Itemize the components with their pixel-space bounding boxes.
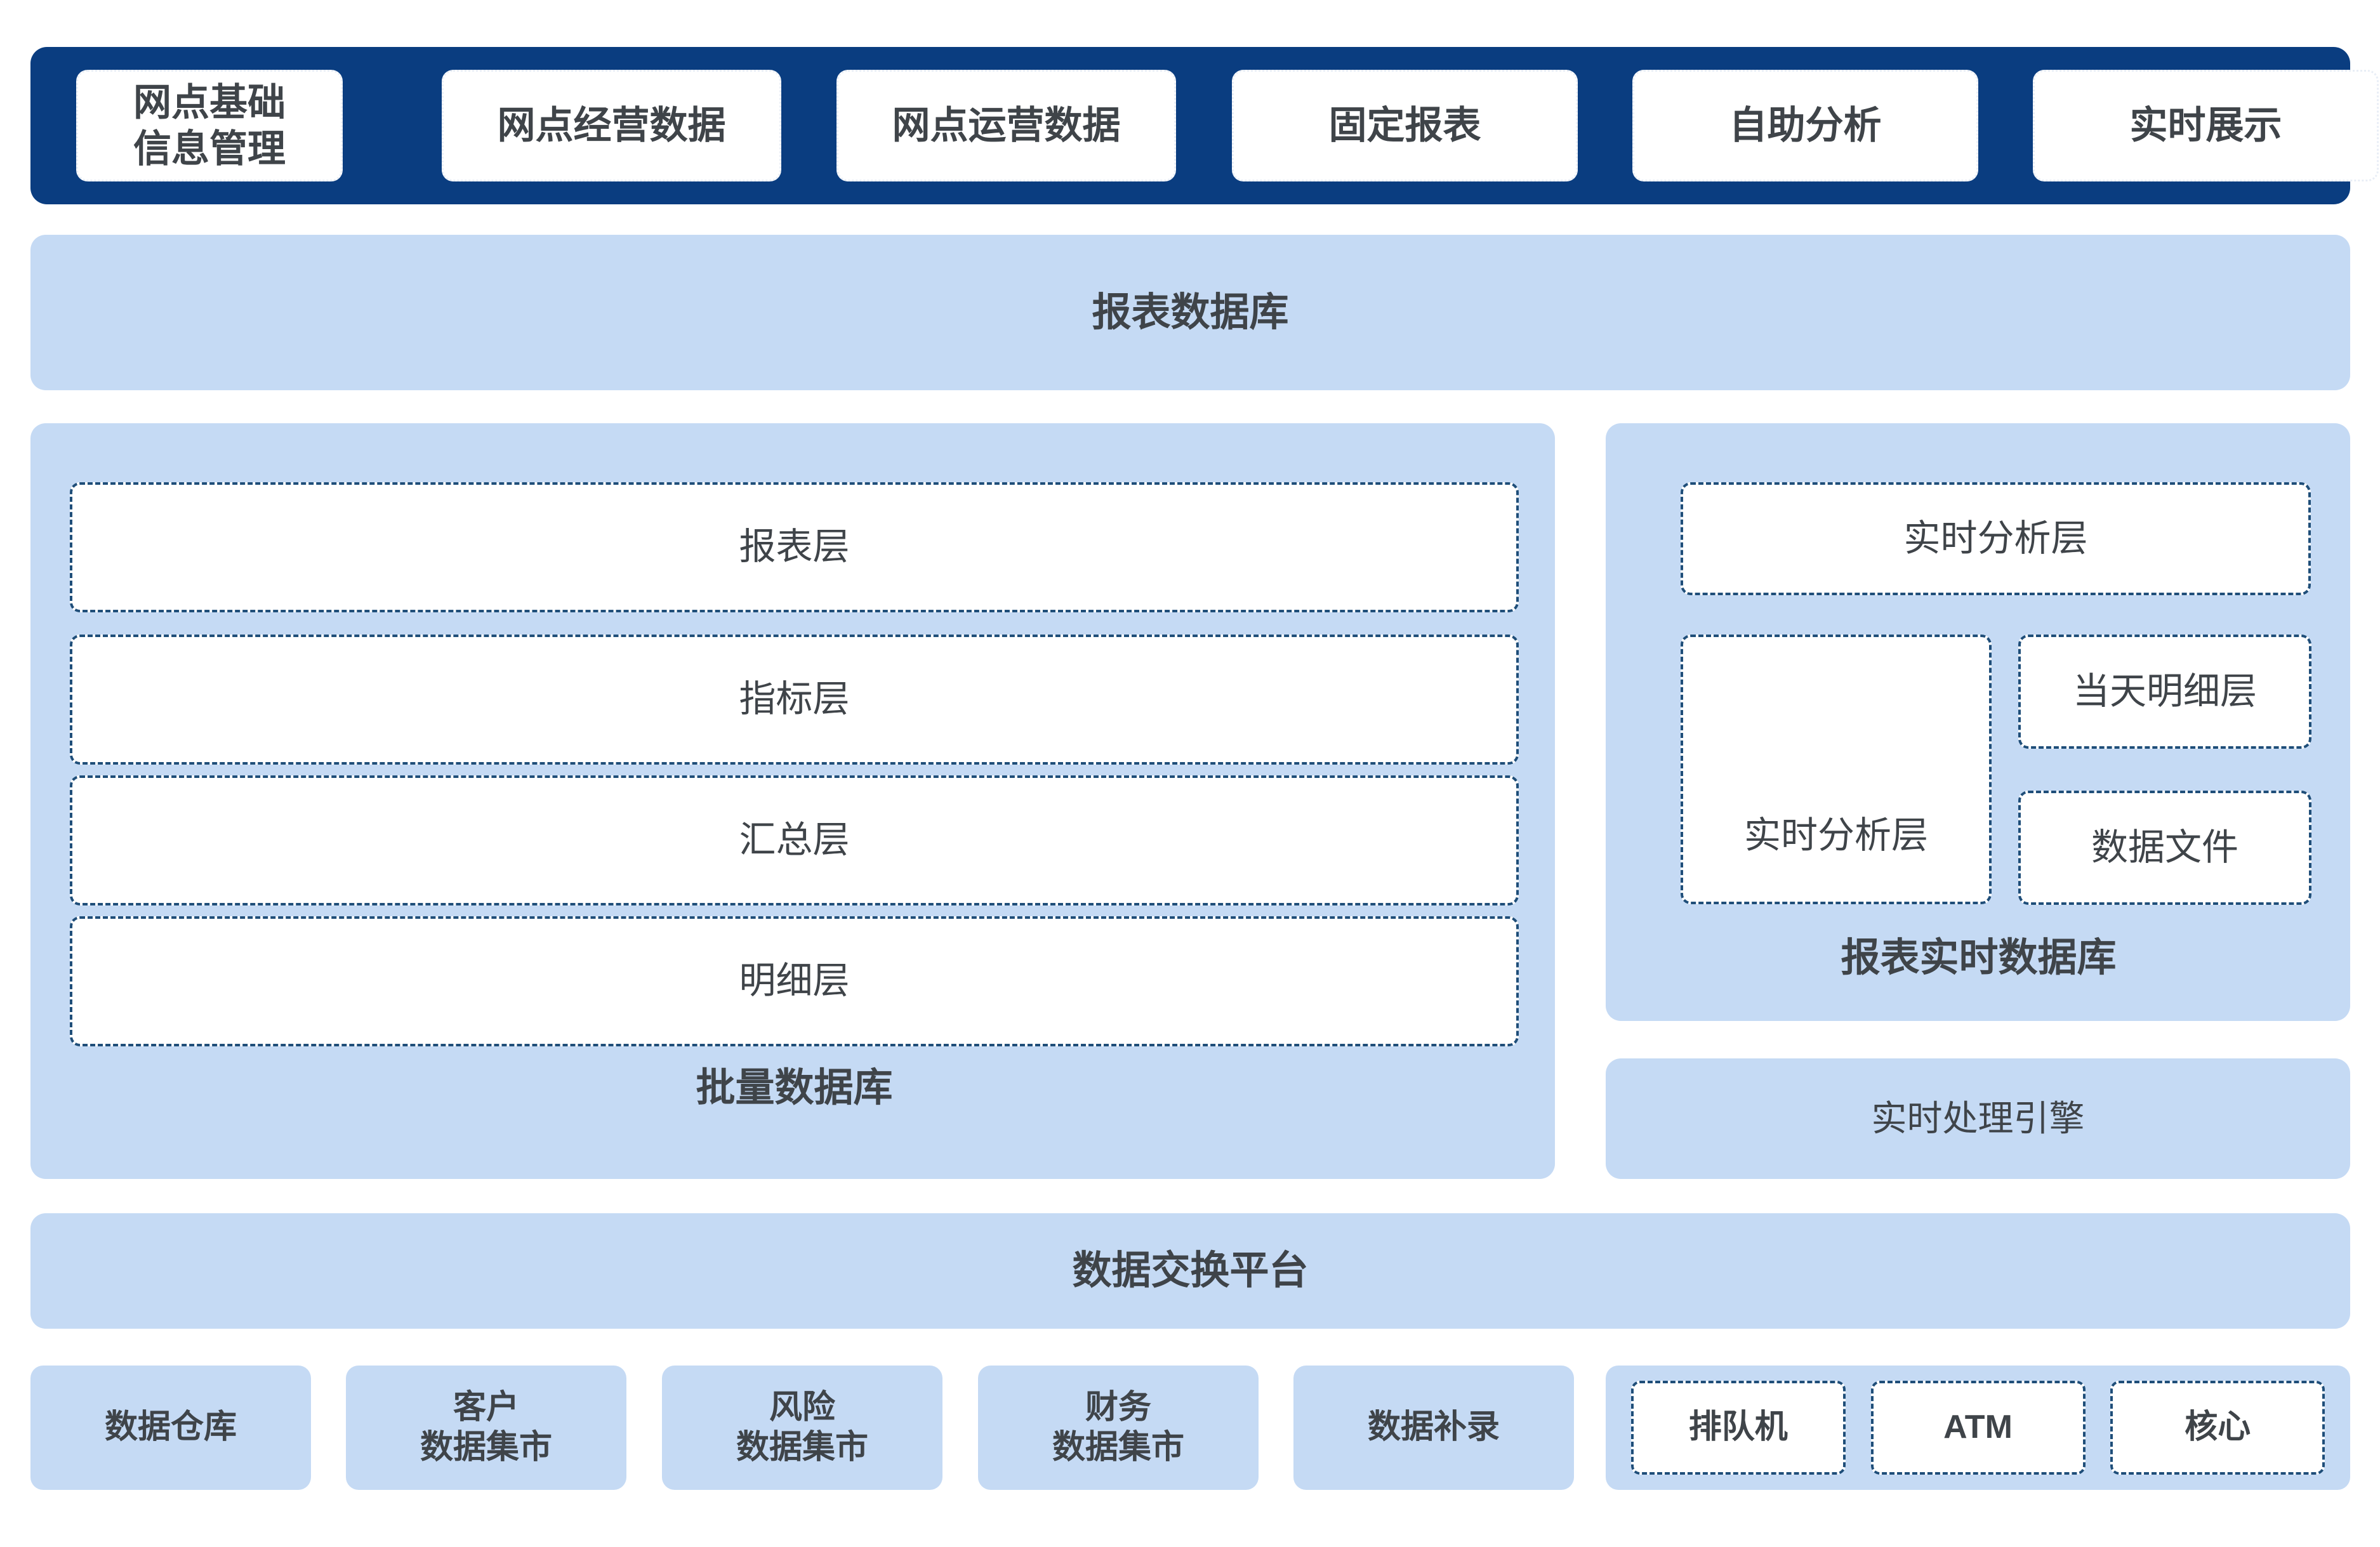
source-label: 数据补录 — [1368, 1407, 1500, 1447]
realtime-analysis-layer-inner[interactable]: 实时分析层 — [1681, 635, 1992, 904]
data-exchange-platform-banner: 数据交换平台 — [30, 1213, 2350, 1329]
source-label: 数据仓库 — [105, 1407, 237, 1447]
layer-summary[interactable]: 汇总层 — [70, 775, 1519, 905]
realtime-analysis-layer[interactable]: 实时分析层 — [1681, 482, 2311, 595]
nav-item-fixed-report[interactable]: 固定报表 — [1232, 70, 1578, 181]
source-line1: 客户 — [453, 1388, 519, 1426]
terminal-atm[interactable]: ATM — [1870, 1381, 2086, 1475]
layer-report[interactable]: 报表层 — [70, 482, 1519, 612]
nav-item-line2: 信息管理 — [133, 128, 286, 170]
source-line1: 财务 — [1085, 1388, 1151, 1426]
source-line2: 数据集市 — [1052, 1429, 1184, 1466]
nav-item-self-service-analysis[interactable]: 自助分析 — [1632, 70, 1978, 181]
source-label: 风险 数据集市 — [736, 1388, 868, 1468]
nav-item-branch-operation-data[interactable]: 网点运营数据 — [836, 70, 1176, 181]
source-line1: 数据仓库 — [104, 1409, 237, 1446]
realtime-database-caption: 报表实时数据库 — [1841, 936, 2117, 980]
source-label: 财务 数据集市 — [1052, 1388, 1184, 1468]
terminal-core[interactable]: 核心 — [2110, 1381, 2325, 1475]
batch-database-caption: 批量数据库 — [696, 1066, 893, 1110]
nav-item-line1: 网点基础 — [133, 81, 286, 124]
nav-item-branch-business-data[interactable]: 网点经营数据 — [442, 70, 781, 181]
source-data-supplement[interactable]: 数据补录 — [1293, 1366, 1574, 1490]
nav-item-realtime-display[interactable]: 实时展示 — [2033, 70, 2379, 181]
report-database-banner: 报表数据库 — [30, 235, 2350, 390]
terminal-source-group: 排队机 ATM 核心 — [1606, 1366, 2350, 1490]
terminal-queue-machine[interactable]: 排队机 — [1630, 1381, 1846, 1475]
nav-item-branch-basic-info[interactable]: 网点基础 信息管理 — [76, 70, 343, 181]
data-file-box[interactable]: 数据文件 — [2018, 791, 2311, 905]
layer-metric[interactable]: 指标层 — [70, 635, 1519, 765]
source-line2: 数据集市 — [736, 1429, 868, 1466]
layer-detail[interactable]: 明细层 — [70, 916, 1519, 1046]
source-line2: 数据集市 — [420, 1429, 552, 1466]
top-nav-bar: 网点基础 信息管理 网点经营数据 网点运营数据 固定报表 自助分析 实时展示 — [30, 47, 2379, 204]
source-finance-data-mart[interactable]: 财务 数据集市 — [978, 1366, 1259, 1490]
source-line1: 数据补录 — [1367, 1409, 1500, 1446]
source-label: 客户 数据集市 — [420, 1388, 552, 1468]
source-customer-data-mart[interactable]: 客户 数据集市 — [346, 1366, 626, 1490]
nav-item-label: 网点基础 信息管理 — [133, 79, 286, 172]
today-detail-layer[interactable]: 当天明细层 — [2018, 635, 2311, 749]
source-data-warehouse[interactable]: 数据仓库 — [30, 1366, 311, 1490]
source-line1: 风险 — [769, 1388, 835, 1426]
source-risk-data-mart[interactable]: 风险 数据集市 — [662, 1366, 942, 1490]
realtime-processing-engine: 实时处理引擎 — [1606, 1058, 2350, 1179]
